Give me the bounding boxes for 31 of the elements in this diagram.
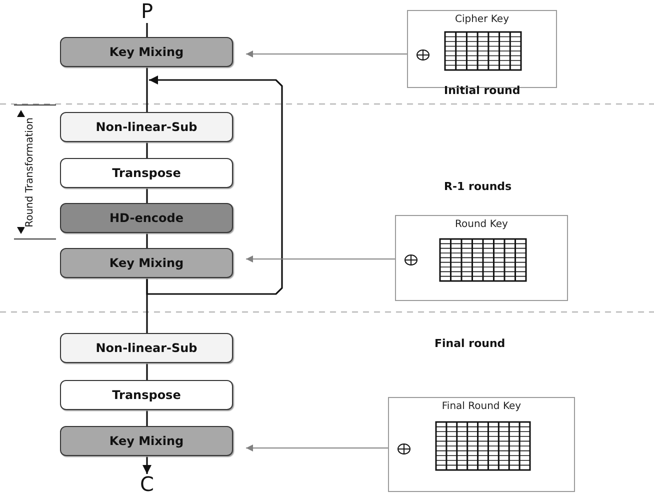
process-box: Transpose (60, 380, 233, 410)
text-label: P (135, 1, 159, 23)
process-box: Key Mixing (60, 248, 233, 278)
connector-line (146, 188, 148, 203)
key-box (388, 397, 575, 492)
arrow (246, 256, 396, 262)
key-title: Round Key (454, 219, 509, 230)
key-box (395, 215, 568, 301)
section-label: Final round (434, 336, 506, 350)
connector-line (146, 142, 148, 158)
arrow (246, 50, 408, 58)
connector-line (146, 23, 148, 37)
text-label: C (135, 474, 159, 496)
connector-line (146, 410, 148, 426)
process-box: Non-linear-Sub (60, 112, 233, 142)
connector-line (146, 67, 148, 112)
process-box: Key Mixing (60, 426, 233, 456)
arrow (246, 444, 388, 452)
process-box: Key Mixing (60, 37, 233, 67)
key-title: Cipher Key (454, 14, 510, 25)
process-box: HD-encode (60, 203, 233, 233)
arrow (142, 456, 152, 474)
section-label: Round Transformation (24, 117, 36, 227)
process-box: Transpose (60, 158, 233, 188)
section-label: R-1 rounds (444, 180, 512, 192)
connector-line (146, 233, 148, 248)
arrow (146, 76, 283, 295)
section-label: Initial round (444, 84, 520, 96)
connector-line (146, 363, 148, 380)
process-box: Non-linear-Sub (60, 333, 233, 363)
key-title: Final Round Key (440, 401, 522, 412)
